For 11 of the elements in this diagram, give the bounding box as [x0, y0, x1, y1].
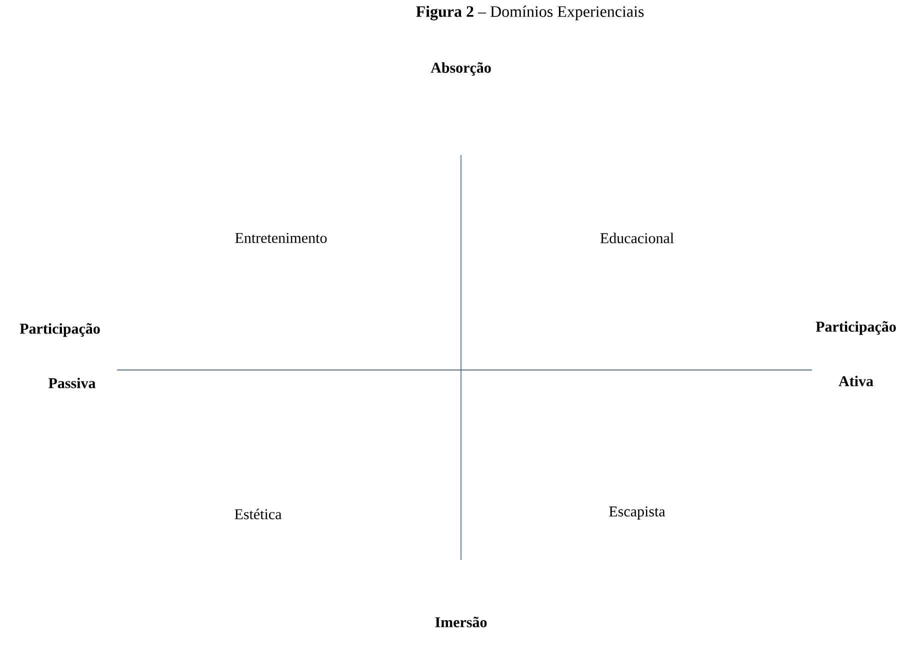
axis-label: Passiva	[48, 378, 96, 388]
quadrant-label: Escapista	[609, 506, 666, 520]
axis-label: Absorção	[430, 62, 491, 76]
axis-label: Participação	[816, 321, 896, 335]
axis-label: Participação	[20, 323, 100, 337]
axis-label: Imersão	[435, 616, 487, 628]
figure-title: Figura 2 – Domínios Experienciais	[416, 6, 644, 20]
axis-label: Ativa	[838, 376, 874, 386]
quadrant-label: Entretenimento	[235, 232, 327, 244]
quadrant-label: Estética	[234, 508, 282, 520]
quadrant-label: Educacional	[600, 232, 674, 244]
